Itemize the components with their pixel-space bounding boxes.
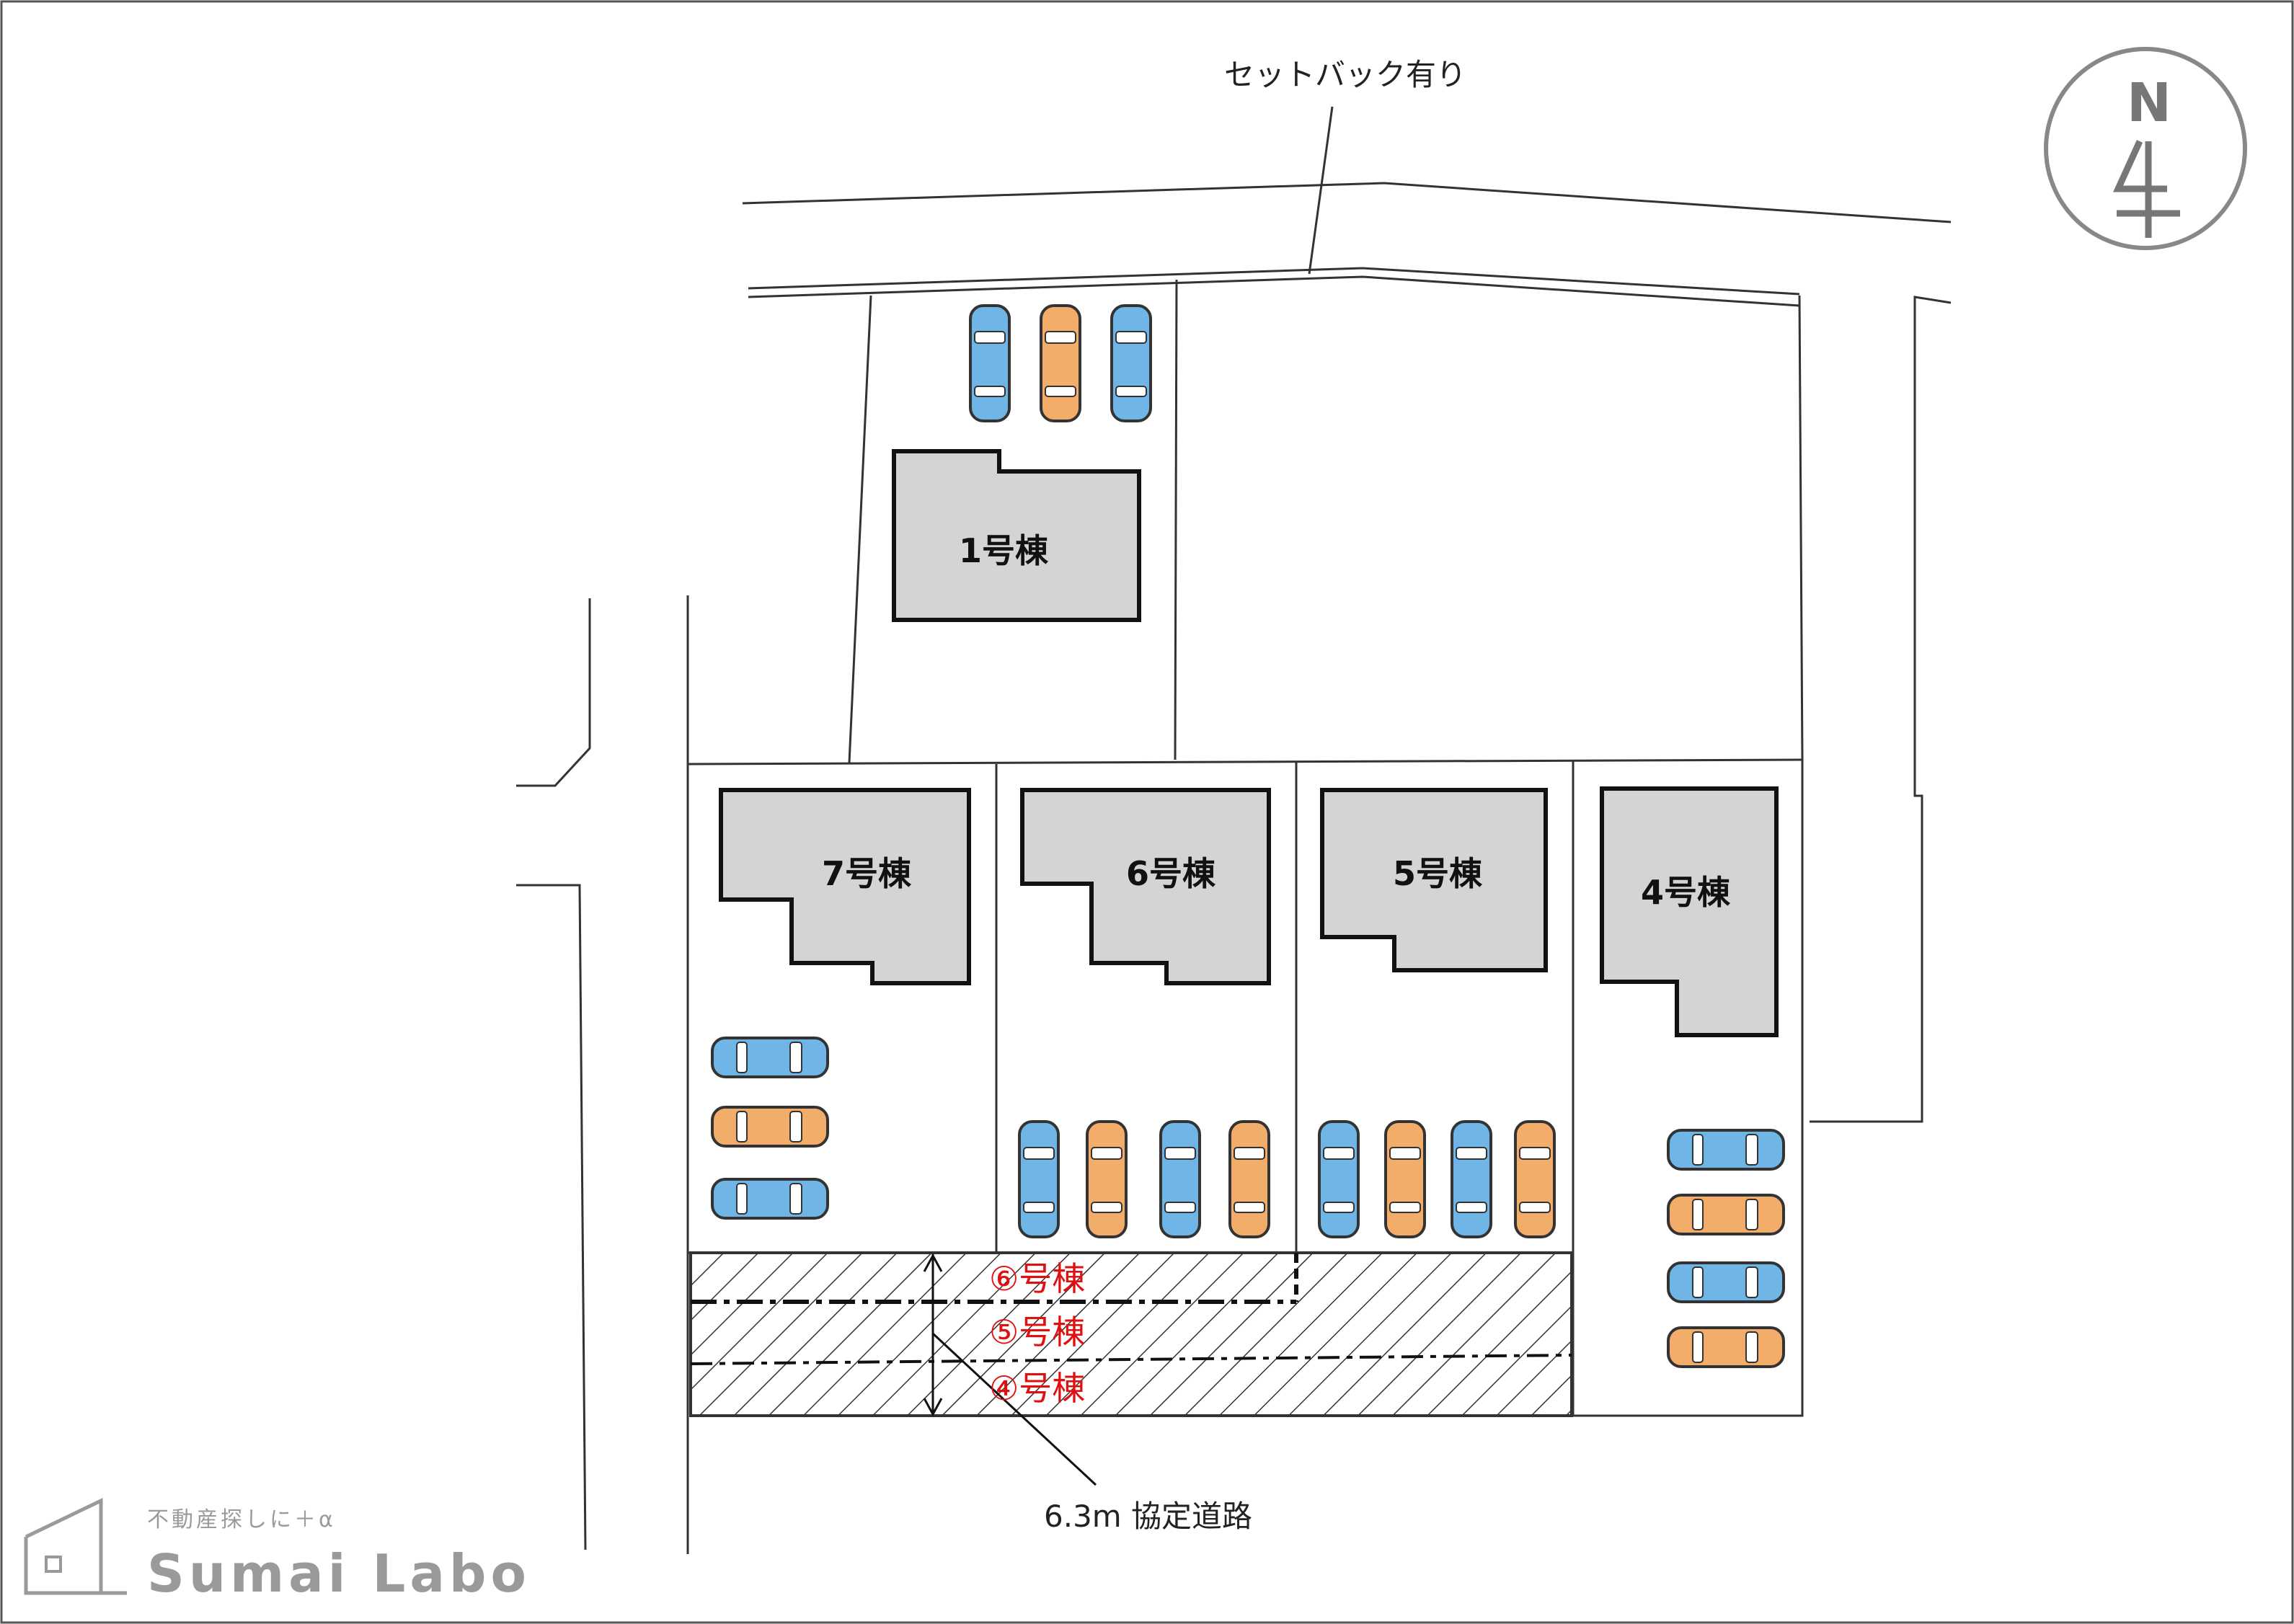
- building-label-5: 5号棟: [1393, 854, 1483, 893]
- car-icon: [1667, 1129, 1785, 1171]
- north-compass: N: [2044, 47, 2247, 250]
- road-note: 6.3m 協定道路: [1044, 1499, 1252, 1534]
- setback-note: セットバック有り: [1224, 57, 1466, 92]
- house-icon: [24, 1498, 127, 1595]
- road-leader-line: [931, 1332, 1097, 1486]
- building-5: 5号棟: [1320, 788, 1548, 972]
- watermark: 不動産探しに＋α Sumai Labo: [24, 1498, 531, 1604]
- car-icon: [1318, 1120, 1360, 1238]
- setback-leader-line: [1308, 106, 1334, 275]
- car-icon: [711, 1106, 829, 1148]
- car-icon: [1086, 1120, 1128, 1238]
- east-road: [1810, 296, 1952, 1123]
- brand-tagline: 不動産探しに＋α: [147, 1507, 336, 1532]
- building-label-7: 7号棟: [822, 854, 912, 893]
- building-label-6: 6号棟: [1126, 854, 1216, 893]
- compass-north-label: N: [2127, 72, 2171, 134]
- parking-lot-7: [711, 1037, 829, 1220]
- building-label-1: 1号棟: [959, 531, 1049, 570]
- parking-lot-1: [969, 304, 1152, 422]
- car-icon: [1110, 304, 1152, 422]
- car-icon: [711, 1178, 829, 1220]
- building-7: 7号棟: [719, 788, 971, 985]
- road-share-label-5: ⑤号棟: [989, 1313, 1085, 1352]
- car-icon: [969, 304, 1011, 422]
- car-icon: [1040, 304, 1081, 422]
- car-icon: [1159, 1120, 1201, 1238]
- north-road: [742, 106, 1952, 307]
- road-share-label-4: ④号棟: [989, 1369, 1085, 1408]
- west-road: [516, 595, 689, 1554]
- car-icon: [1667, 1194, 1785, 1235]
- building-1: 1号棟: [892, 449, 1141, 622]
- shared-road-area: [689, 1251, 1573, 1486]
- parking-lot-4: [1667, 1129, 1785, 1368]
- building-label-4: 4号棟: [1641, 873, 1731, 912]
- car-icon: [1228, 1120, 1270, 1238]
- car-icon: [1451, 1120, 1492, 1238]
- car-icon: [1667, 1261, 1785, 1303]
- building-6: 6号棟: [1020, 788, 1271, 985]
- parking-lot-6-5: [1018, 1120, 1556, 1238]
- car-icon: [1667, 1326, 1785, 1368]
- car-icon: [1514, 1120, 1556, 1238]
- road-share-label-6: ⑥号棟: [989, 1259, 1085, 1298]
- building-4: 4号棟: [1600, 786, 1779, 1037]
- brand-name: Sumai Labo: [147, 1543, 531, 1604]
- car-icon: [711, 1037, 829, 1078]
- car-icon: [1018, 1120, 1060, 1238]
- car-icon: [1384, 1120, 1426, 1238]
